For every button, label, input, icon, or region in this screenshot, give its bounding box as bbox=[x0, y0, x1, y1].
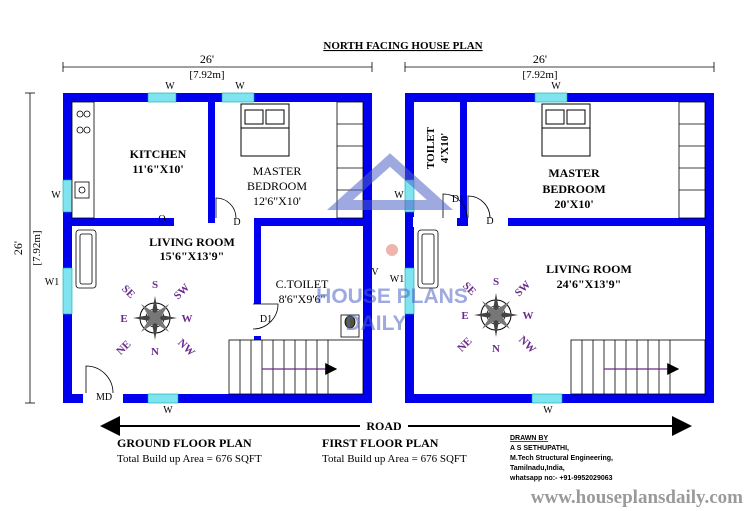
ff-master-name-1: MASTER bbox=[548, 166, 600, 180]
watermark-line1: HOUSE PLANS bbox=[316, 285, 468, 308]
ff-plan-title: FIRST FLOOR PLAN bbox=[322, 436, 439, 450]
credits-drawn-by: DRAWN BY bbox=[510, 435, 548, 442]
kitchen-opening-label: O bbox=[158, 214, 165, 225]
gf-compass-s: S bbox=[152, 279, 158, 291]
gf-ventilator-label: V bbox=[371, 267, 379, 278]
ff-staircase bbox=[570, 339, 706, 395]
gf-compass-n: N bbox=[151, 346, 159, 358]
ff-compass-w: W bbox=[523, 310, 534, 322]
gf-window-label-bedroom: W bbox=[235, 81, 245, 92]
gf-master-size: 12'6"X10' bbox=[253, 194, 301, 208]
gf-main-door-label: MD bbox=[96, 392, 112, 403]
ground-floor-walls bbox=[63, 93, 372, 403]
gf-compass-w: W bbox=[182, 313, 193, 325]
gf-plan-title: GROUND FLOOR PLAN bbox=[117, 436, 252, 450]
gf-kitchen-name: KITCHEN bbox=[130, 147, 187, 161]
ff-compass-e: E bbox=[461, 310, 468, 322]
ff-door-label-bedroom: D bbox=[486, 216, 493, 227]
gf-bed-icon bbox=[240, 103, 290, 157]
ff-width-ft: 26' bbox=[533, 52, 547, 66]
gf-window-label-left: W bbox=[51, 190, 61, 201]
kitchen-counter bbox=[71, 101, 95, 219]
gf-area: Total Build up Area = 676 SQFT bbox=[117, 453, 262, 465]
page-title: NORTH FACING HOUSE PLAN bbox=[323, 40, 482, 52]
gf-kitchen-size: 11'6"X10' bbox=[132, 162, 183, 176]
ff-window-label-w1: W1 bbox=[390, 274, 404, 285]
gf-width-ft: 26' bbox=[200, 52, 214, 66]
height-m: [7.92m] bbox=[31, 230, 43, 265]
gf-master-name-2: BEDROOM bbox=[247, 179, 307, 193]
gf-compass-icon bbox=[133, 296, 177, 340]
gf-toilet-size: 8'6"X9'6" bbox=[279, 292, 326, 306]
gf-toilet-fixture bbox=[340, 314, 360, 338]
ff-toilet-size: 4'X10' bbox=[439, 133, 451, 164]
gf-door-label-bedroom: D bbox=[233, 217, 240, 228]
website-url[interactable]: www.houseplansdaily.com bbox=[531, 487, 743, 508]
credits-degree: M.Tech Structural Engineering, bbox=[510, 455, 613, 462]
credits-location: Tamilnadu,India, bbox=[510, 465, 565, 472]
ff-living-size: 24'6"X13'9" bbox=[557, 277, 622, 291]
ff-wardrobe bbox=[678, 101, 706, 219]
ff-window-label-bottom: W bbox=[543, 405, 553, 416]
ff-living-name: LIVING ROOM bbox=[546, 262, 632, 276]
gf-window-label-kitchen: W bbox=[165, 81, 175, 92]
ff-master-size: 20'X10' bbox=[554, 197, 593, 211]
gf-staircase bbox=[228, 339, 364, 395]
gf-toilet-name: C.TOILET bbox=[276, 277, 329, 291]
credits-whatsapp: whatsapp no:- +91-9952029063 bbox=[509, 475, 613, 482]
gf-compass-ne: NE bbox=[114, 338, 133, 357]
ff-compass-sw: SW bbox=[513, 279, 534, 300]
ff-window-label-left: W bbox=[394, 190, 404, 201]
ff-door-label-toilet: D1 bbox=[452, 194, 464, 205]
gf-window-label-w1: W1 bbox=[45, 277, 59, 288]
ff-width-m: [7.92m] bbox=[522, 69, 557, 81]
height-ft: 26' bbox=[11, 241, 25, 255]
gf-compass-e: E bbox=[120, 313, 127, 325]
ff-compass-n: N bbox=[492, 343, 500, 355]
first-floor-windows bbox=[404, 92, 568, 404]
ff-master-name-2: BEDROOM bbox=[542, 182, 605, 196]
ground-floor-windows bbox=[62, 92, 255, 404]
dimension-lines bbox=[25, 62, 715, 404]
gf-door-label-toilet: D1 bbox=[260, 314, 272, 325]
watermark-logo: HOUSE PLANS DAILY bbox=[316, 153, 468, 335]
gf-living-size: 15'6"X13'9" bbox=[160, 249, 225, 263]
ff-compass-ne: NE bbox=[455, 335, 474, 354]
gf-width-m: [7.92m] bbox=[189, 69, 224, 81]
ff-window-label-top: W bbox=[551, 81, 561, 92]
road-arrow bbox=[100, 416, 692, 436]
gf-living-name: LIVING ROOM bbox=[149, 235, 235, 249]
ff-area: Total Build up Area = 676 SQFT bbox=[322, 453, 467, 465]
ff-toilet-name: TOILET bbox=[425, 126, 437, 169]
ff-bed-icon bbox=[541, 103, 591, 157]
gf-doors bbox=[85, 197, 279, 394]
watermark-line2: DAILY bbox=[345, 312, 406, 335]
ff-compass-s: S bbox=[493, 276, 499, 288]
gf-compass-se: SE bbox=[119, 283, 137, 301]
ff-doors bbox=[442, 193, 491, 219]
gf-sofa bbox=[75, 229, 97, 289]
ff-sofa bbox=[417, 229, 439, 289]
gf-compass-sw: SW bbox=[172, 282, 193, 303]
gf-window-label-bottom: W bbox=[163, 405, 173, 416]
credits-name: A S SETHUPATHI, bbox=[510, 445, 569, 452]
ff-compass-nw: NW bbox=[516, 334, 538, 356]
gf-compass-nw: NW bbox=[175, 337, 197, 359]
ff-compass-icon bbox=[474, 293, 518, 337]
gf-master-name-1: MASTER bbox=[253, 164, 302, 178]
road-label: ROAD bbox=[366, 419, 402, 433]
